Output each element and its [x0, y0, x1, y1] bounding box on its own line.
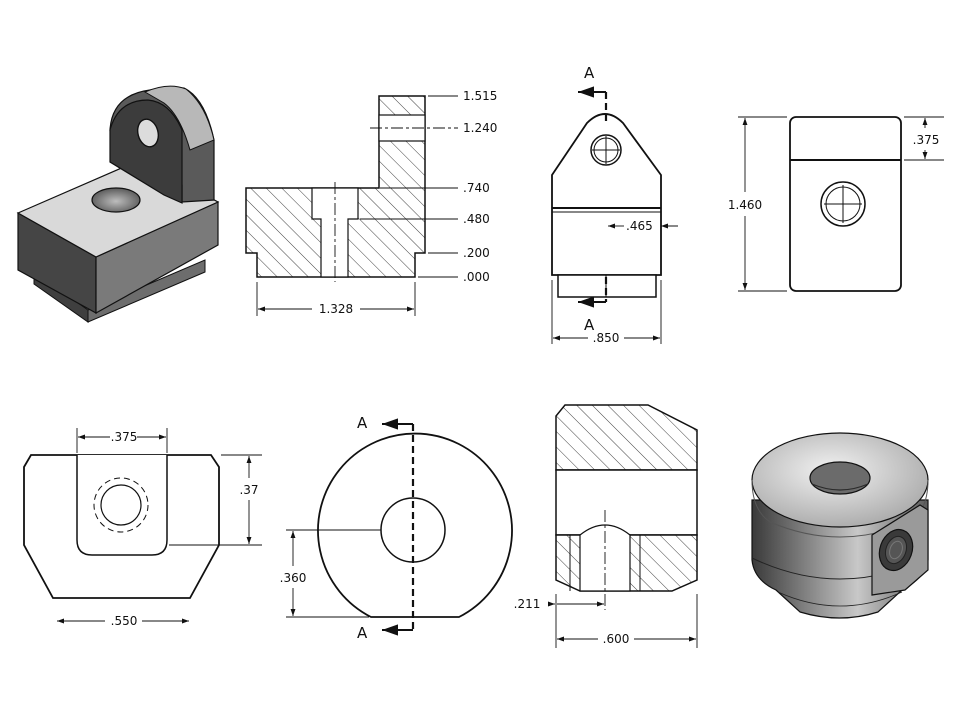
flange-label-375: .375: [913, 133, 940, 147]
slot-depth-label: .37: [239, 483, 258, 497]
part-a-isometric: [16, 85, 220, 323]
height-label-480: .480: [463, 212, 490, 226]
width-label-1328: 1.328: [319, 302, 353, 316]
width-label-600: .600: [603, 632, 630, 646]
part-a-front-section: 1.515 1.240 .740 .480 .200 .000 1.328: [245, 89, 497, 316]
section-marker-top: A: [584, 64, 595, 82]
part-b-section-view: .211 .600: [514, 404, 698, 648]
hole-offset-label-211: .211: [514, 597, 541, 611]
height-label-1515: 1.515: [463, 89, 497, 103]
part-b-isometric: [751, 432, 929, 619]
section-marker-bottom: A: [584, 316, 595, 334]
part-b-flat-view: .375 .37 .550: [23, 428, 262, 628]
section-marker-bottom: A: [357, 624, 368, 642]
height-label-1240: 1.240: [463, 121, 497, 135]
part-a-top-view: 1.460 .375: [728, 116, 944, 292]
height-label-740: .740: [463, 181, 490, 195]
section-marker-top: A: [357, 414, 368, 432]
hole-offset-label-360: .360: [280, 571, 307, 585]
height-label-200: .200: [463, 246, 490, 260]
slot-width-label: .375: [111, 430, 138, 444]
height-label-1460: 1.460: [728, 198, 762, 212]
offset-label-465: .465: [626, 219, 653, 233]
part-a-side-view: A A .465 .850: [551, 64, 678, 345]
part-b-round-view: A A .360: [280, 414, 513, 642]
width-label-850: .850: [593, 331, 620, 345]
base-width-label: .550: [111, 614, 138, 628]
height-label-000: .000: [463, 270, 490, 284]
